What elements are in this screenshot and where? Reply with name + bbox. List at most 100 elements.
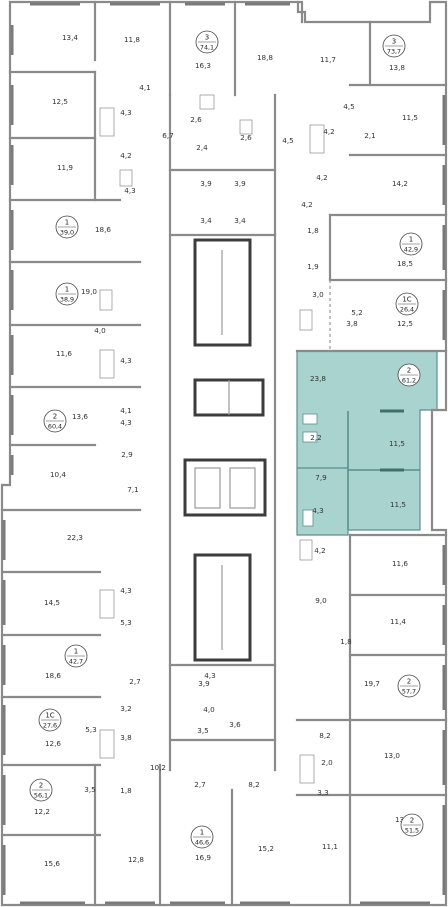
room-area-label: 2,6 xyxy=(190,115,202,124)
room-area-label: 18,5 xyxy=(397,259,413,268)
apartment-total-area: 38,9 xyxy=(60,296,74,304)
room-area-label: 2,7 xyxy=(129,677,140,686)
room-area-label: 5,2 xyxy=(351,308,362,317)
room-area-label: 11,7 xyxy=(320,55,336,64)
room-area-label: 11,5 xyxy=(390,500,406,509)
room-area-label: 4,0 xyxy=(203,705,215,714)
room-area-label: 19,7 xyxy=(364,679,380,688)
room-area-label: 19,0 xyxy=(81,287,97,296)
apartment-room-count: 1 xyxy=(65,219,69,227)
room-area-label: 10,2 xyxy=(150,763,166,772)
room-area-label: 8,2 xyxy=(248,780,259,789)
apartment-total-area: 57,7 xyxy=(402,688,416,696)
room-area-label: 13,6 xyxy=(72,412,88,421)
room-area-label: 4,5 xyxy=(282,136,293,145)
apartment-badge[interactable]: 257,7 xyxy=(397,674,421,698)
right-dividers xyxy=(295,20,448,907)
room-area-label: 4,0 xyxy=(94,326,106,335)
room-area-label: 4,5 xyxy=(343,102,354,111)
room-area-label: 11,5 xyxy=(389,439,405,448)
room-area-label: 3,5 xyxy=(197,726,208,735)
room-area-label: 8,2 xyxy=(319,731,330,740)
room-area-label: 23,8 xyxy=(310,374,326,383)
apartment-room-count: 2 xyxy=(407,367,411,375)
room-area-label: 1,8 xyxy=(307,226,319,235)
apartment-badge[interactable]: 251,5 xyxy=(400,813,424,837)
room-area-label: 18,6 xyxy=(95,225,111,234)
room-area-label: 4,2 xyxy=(323,127,334,136)
room-area-label: 2,2 xyxy=(310,433,321,442)
apartment-room-count: 2 xyxy=(53,413,57,421)
room-area-label: 2,7 xyxy=(194,780,205,789)
apartment-badge[interactable]: 260,4 xyxy=(43,409,67,433)
room-area-label: 13,4 xyxy=(62,33,78,42)
apartment-room-count: 1 xyxy=(200,829,204,837)
apartment-badge[interactable]: 374,1 xyxy=(195,30,219,54)
room-area-label: 11,5 xyxy=(402,113,418,122)
room-area-label: 2,9 xyxy=(121,450,133,459)
room-area-label: 9,0 xyxy=(315,596,327,605)
room-area-label: 4,2 xyxy=(316,173,327,182)
room-area-label: 18,6 xyxy=(45,671,61,680)
room-area-label: 3,9 xyxy=(200,179,212,188)
room-area-label: 1,8 xyxy=(120,786,132,795)
apartment-room-count: 3 xyxy=(392,38,396,46)
room-area-label: 4,3 xyxy=(204,671,215,680)
room-area-label: 13,8 xyxy=(389,63,405,72)
room-area-label: 2,6 xyxy=(240,133,252,142)
left-dividers xyxy=(0,0,237,907)
room-area-label: 3,5 xyxy=(84,785,95,794)
room-area-label: 12,2 xyxy=(34,807,50,816)
room-area-label: 6,7 xyxy=(162,131,173,140)
apartment-badge[interactable]: 256,1 xyxy=(29,778,53,802)
apartment-badge[interactable]: 261,2 xyxy=(397,363,421,387)
room-area-label: 4,3 xyxy=(124,186,135,195)
apartment-total-area: 42,7 xyxy=(69,658,83,666)
room-area-label: 5,3 xyxy=(85,725,96,734)
room-area-label: 3,6 xyxy=(229,720,241,729)
room-area-label: 3,3 xyxy=(317,788,328,797)
room-area-label: 4,1 xyxy=(139,83,150,92)
fixtures xyxy=(99,94,325,784)
room-area-label: 14,2 xyxy=(392,179,408,188)
apartment-total-area: 46,6 xyxy=(195,839,209,847)
room-area-label: 3,9 xyxy=(234,179,246,188)
apartment-room-count: 2 xyxy=(39,782,43,790)
highlighted-apartment[interactable] xyxy=(296,350,438,536)
apartment-room-count: 1 xyxy=(74,648,78,656)
room-area-label: 11,6 xyxy=(56,349,72,358)
apartment-badge[interactable]: 142,7 xyxy=(64,644,88,668)
room-area-label: 4,1 xyxy=(120,406,131,415)
room-area-label: 7,9 xyxy=(315,473,327,482)
room-area-label: 2,1 xyxy=(364,131,375,140)
room-area-label: 3,4 xyxy=(200,216,212,225)
room-area-label: 3,4 xyxy=(234,216,246,225)
apartment-badge[interactable]: 139,0 xyxy=(55,215,79,239)
apartment-room-count: 3 xyxy=(205,34,209,42)
apartment-total-area: 74,1 xyxy=(200,44,214,52)
apartment-badge[interactable]: 138,9 xyxy=(55,282,79,306)
room-area-label: 11,8 xyxy=(124,35,140,44)
room-area-label: 3,9 xyxy=(198,679,210,688)
core xyxy=(168,93,277,772)
room-area-label: 12,5 xyxy=(52,97,68,106)
room-area-label: 5,3 xyxy=(120,618,131,627)
room-area-label: 14,5 xyxy=(44,598,60,607)
room-area-label: 15,6 xyxy=(44,859,60,868)
room-area-label: 11,6 xyxy=(392,559,408,568)
apartment-badge[interactable]: 146,6 xyxy=(190,825,214,849)
apartment-total-area: 27,6 xyxy=(43,722,57,730)
apartment-badge[interactable]: 142,9 xyxy=(399,232,423,256)
apartment-total-area: 56,1 xyxy=(34,792,48,800)
apartment-badge[interactable]: 373,7 xyxy=(382,34,406,58)
apartment-room-count: 1 xyxy=(65,286,69,294)
apartment-total-area: 61,2 xyxy=(402,377,416,385)
apartment-total-area: 73,7 xyxy=(387,48,401,56)
apartment-total-area: 39,0 xyxy=(60,229,74,237)
room-area-label: 7,1 xyxy=(127,485,138,494)
room-area-label: 15,2 xyxy=(258,844,274,853)
